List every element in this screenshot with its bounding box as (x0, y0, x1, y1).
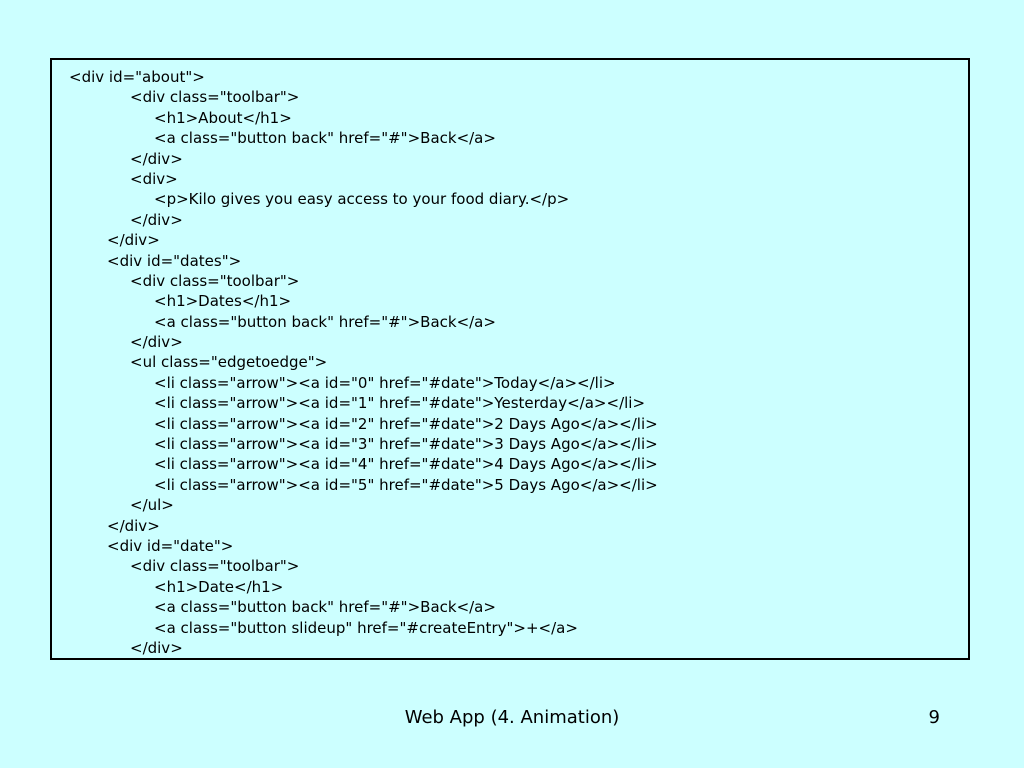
code-line: </div> (107, 516, 160, 535)
code-line: <div id="about"> (69, 68, 205, 86)
page-number: 9 (928, 707, 940, 728)
code-line: <div id="date"> (107, 536, 234, 555)
code-line: <div class="toolbar"> (130, 271, 300, 290)
code-line: </div> (130, 638, 183, 657)
code-line: </div> (130, 210, 183, 229)
code-line: <a class="button back" href="#">Back</a> (154, 598, 496, 617)
code-line: <div id="dates"> (107, 251, 242, 270)
code-line: </ul> (130, 496, 174, 515)
code-line: </div> (130, 149, 183, 168)
code-line: <li class="arrow"><a id="4" href="#date"… (154, 455, 658, 474)
code-line: <div class="toolbar"> (130, 557, 300, 576)
footer-title: Web App (4. Animation) (404, 707, 620, 728)
code-listing: <div id="about"><div class="toolbar"><h1… (50, 58, 970, 660)
code-line: </div> (130, 333, 183, 352)
code-line: <h1>Date</h1> (154, 577, 284, 596)
code-line: <ul class="edgetoedge"> (130, 353, 328, 372)
code-line: <div class="toolbar"> (130, 88, 300, 107)
code-line: </div> (107, 231, 160, 250)
code-line: <a class="button back" href="#">Back</a> (154, 312, 496, 331)
code-line: <h1>Dates</h1> (154, 292, 292, 311)
code-line: <h1>About</h1> (154, 108, 292, 127)
code-line: <div> (130, 169, 178, 188)
code-line: <li class="arrow"><a id="1" href="#date"… (154, 394, 646, 413)
code-line: <li class="arrow"><a id="0" href="#date"… (154, 373, 616, 392)
code-line: <a class="button back" href="#">Back</a> (154, 129, 496, 148)
code-line: <li class="arrow"><a id="2" href="#date"… (154, 414, 658, 433)
code-line: <a class="button slideup" href="#createE… (154, 618, 578, 637)
code-line: <li class="arrow"><a id="5" href="#date"… (154, 475, 658, 494)
code-line: <li class="arrow"><a id="3" href="#date"… (154, 435, 658, 454)
code-line: <p>Kilo gives you easy access to your fo… (154, 190, 570, 209)
